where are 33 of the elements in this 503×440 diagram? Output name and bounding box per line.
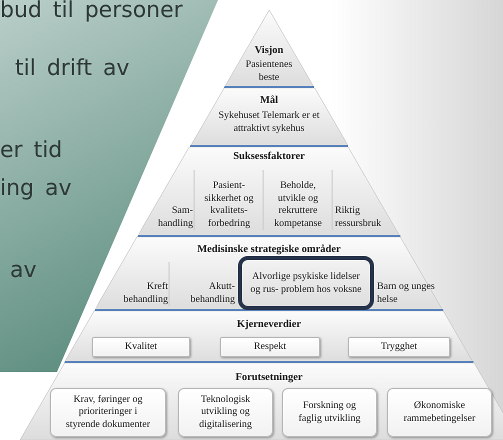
tier-heading: Forutsetninger (234, 371, 304, 384)
text-box: Krav, føringer og prioriteringer i styrende dokumenter (50, 388, 166, 437)
panel-text: er tid (0, 138, 62, 164)
tier-item-text: Kreft behandling (108, 275, 168, 306)
tier-item-text: Pasient- sikkerhet og kvalitets- forbedring (196, 166, 262, 230)
tier-item-text: Beholde, utvikle og rekruttere kompetanse (264, 166, 331, 230)
panel-text: ing av (0, 176, 72, 202)
tier-text: Pasientenes beste (244, 58, 294, 84)
tier-heading: Visjon (254, 44, 284, 57)
text-box: Kvalitet (92, 337, 190, 357)
panel-text: til drift av (15, 56, 130, 82)
text-box: Teknologisk utvikling og digitalisering (178, 388, 273, 437)
text-box: Trygghet (348, 337, 450, 357)
tier-item-text: Riktig ressursbruk (334, 190, 390, 230)
panel-text: av (10, 258, 37, 284)
panel-text: bud til personer (0, 0, 183, 24)
pyramid-tier (64, 311, 474, 363)
highlighted-area-box: Alvorlige psykiske lidelser og rus- problem hos voksne (238, 256, 374, 310)
tier-heading: Mål (258, 94, 280, 107)
text-box: Økonomiske rammebetingelser (386, 388, 492, 437)
tier-item-text: Barn og unges helse (376, 275, 437, 306)
pyramid-tier (20, 363, 503, 440)
text-box: Forskning og faglig utvikling (282, 388, 377, 437)
tier-heading: Suksessfaktorer (232, 150, 306, 163)
pyramid-tier (94, 237, 444, 311)
tier-heading: Medisinske strategiske områder (196, 243, 342, 256)
tier-heading: Kjerneverdier (236, 318, 302, 331)
pyramid-tier (190, 88, 348, 147)
tier-item-text: Sam- handling (148, 190, 193, 230)
pyramid-tier (224, 10, 314, 88)
text-box: Respekt (220, 337, 320, 357)
tier-text: Sykehuset Telemark er et attraktivt sykehus (217, 109, 320, 135)
tier-item-text: Akutt- behandling (172, 275, 235, 306)
